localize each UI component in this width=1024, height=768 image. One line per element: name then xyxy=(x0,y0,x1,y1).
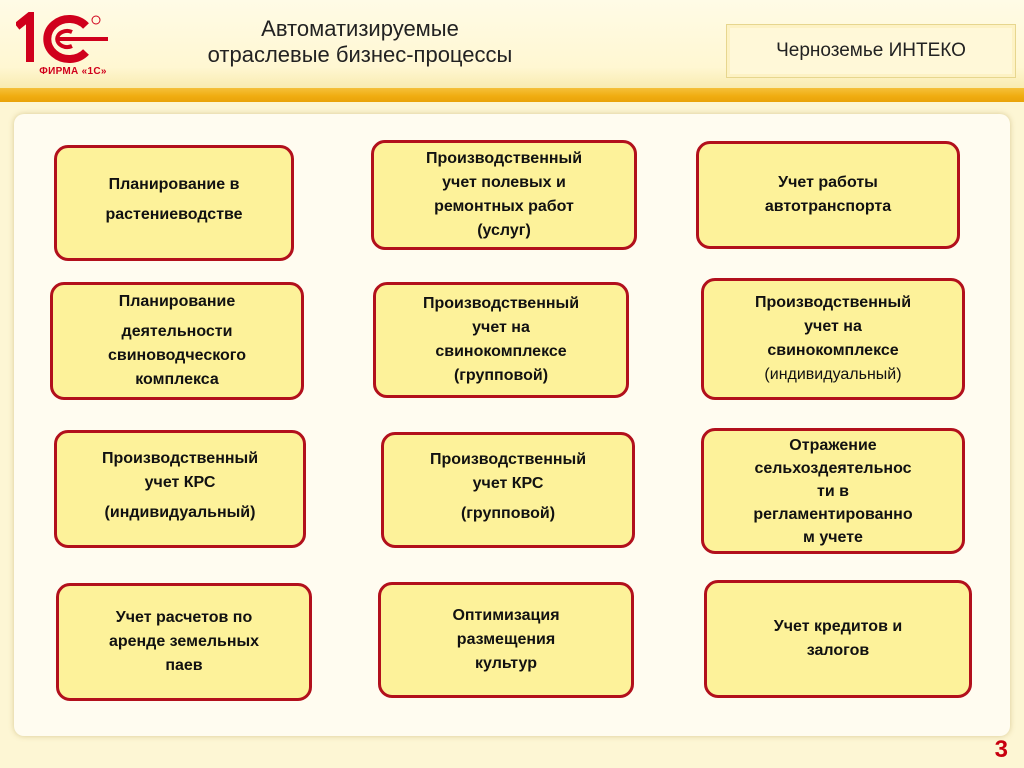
box-line: Учет расчетов по xyxy=(115,609,253,626)
box-line: (индивидуальный) xyxy=(104,504,256,521)
process-box-land-lease: Учет расчетов по аренде земельных паев xyxy=(56,583,312,701)
logo-caption: ФИРМА «1С» xyxy=(39,66,107,77)
box-line: комплекса xyxy=(135,371,219,388)
box-line: Отражение xyxy=(789,436,877,454)
box-line: учет на xyxy=(804,318,862,335)
process-box-vehicle-accounting: Учет работы автотранспорта xyxy=(696,141,960,249)
box-line: Учет кредитов и xyxy=(773,618,903,635)
box-line: Производственный xyxy=(429,451,587,468)
process-box-credits-collateral: Учет кредитов и залогов xyxy=(704,580,972,698)
title-line-2: отраслевые бизнес-процессы xyxy=(207,42,513,67)
box-line: паев xyxy=(165,657,203,674)
1c-logo: ФИРМА «1С» xyxy=(16,12,116,82)
box-line: Производственный xyxy=(754,294,912,311)
process-box-cattle-individual: Производственный учет КРС (индивидуальны… xyxy=(54,430,306,548)
header-divider xyxy=(0,88,1024,102)
box-line: свинокомплексе xyxy=(435,343,567,360)
box-line: растениеводстве xyxy=(105,206,243,223)
box-line: свиноводческого xyxy=(107,347,247,364)
box-line: Оптимизация xyxy=(452,607,560,624)
process-box-cattle-group: Производственный учет КРС (групповой) xyxy=(381,432,635,548)
page-title: Автоматизируемые отраслевые бизнес-проце… xyxy=(140,16,580,68)
process-box-crop-planning: Планирование в растениеводстве xyxy=(54,145,294,261)
box-line: (услуг) xyxy=(477,222,531,239)
box-line: деятельности xyxy=(121,323,233,340)
process-box-field-accounting: Производственный учет полевых и ремонтны… xyxy=(371,140,637,250)
box-line: регламентированно xyxy=(753,505,913,523)
box-line: учет КРС xyxy=(472,475,544,492)
box-line: Учет работы xyxy=(778,174,878,191)
box-line: свинокомплексе xyxy=(767,342,899,359)
box-line: Производственный xyxy=(425,150,583,167)
box-line: автотранспорта xyxy=(764,198,892,215)
box-line: сельхоздеятельнос xyxy=(754,459,912,477)
process-box-regulated-accounting: Отражение сельхоздеятельнос ти в регламе… xyxy=(701,428,965,554)
page-number: 3 xyxy=(994,736,1008,763)
box-line: (групповой) xyxy=(453,367,549,384)
box-line: культур xyxy=(475,655,537,672)
box-line: размещения xyxy=(456,631,556,648)
box-line: (групповой) xyxy=(460,505,556,522)
company-label: Черноземье ИНТЕКО xyxy=(726,24,1016,78)
box-line: учет полевых и xyxy=(442,174,566,191)
box-line: учет КРС xyxy=(144,474,216,491)
box-line: Планирование в xyxy=(108,176,240,193)
box-line: м учете xyxy=(803,528,863,546)
box-line: залогов xyxy=(806,642,870,659)
title-line-1: Автоматизируемые xyxy=(261,16,459,41)
process-box-pig-group: Производственный учет на свинокомплексе … xyxy=(373,282,629,398)
box-line: ти в xyxy=(817,482,849,500)
box-line: ремонтных работ xyxy=(434,198,574,215)
box-line: Планирование xyxy=(118,293,236,310)
box-line: Производственный xyxy=(101,450,259,467)
box-line: учет на xyxy=(472,319,530,336)
process-box-crop-optimization: Оптимизация размещения культур xyxy=(378,582,634,698)
box-line: Производственный xyxy=(422,295,580,312)
process-box-pig-planning: Планирование деятельности свиноводческог… xyxy=(50,282,304,400)
box-line: (индивидуальный) xyxy=(764,366,902,383)
process-box-pig-individual: Производственный учет на свинокомплексе … xyxy=(701,278,965,400)
box-line: аренде земельных xyxy=(108,633,260,650)
